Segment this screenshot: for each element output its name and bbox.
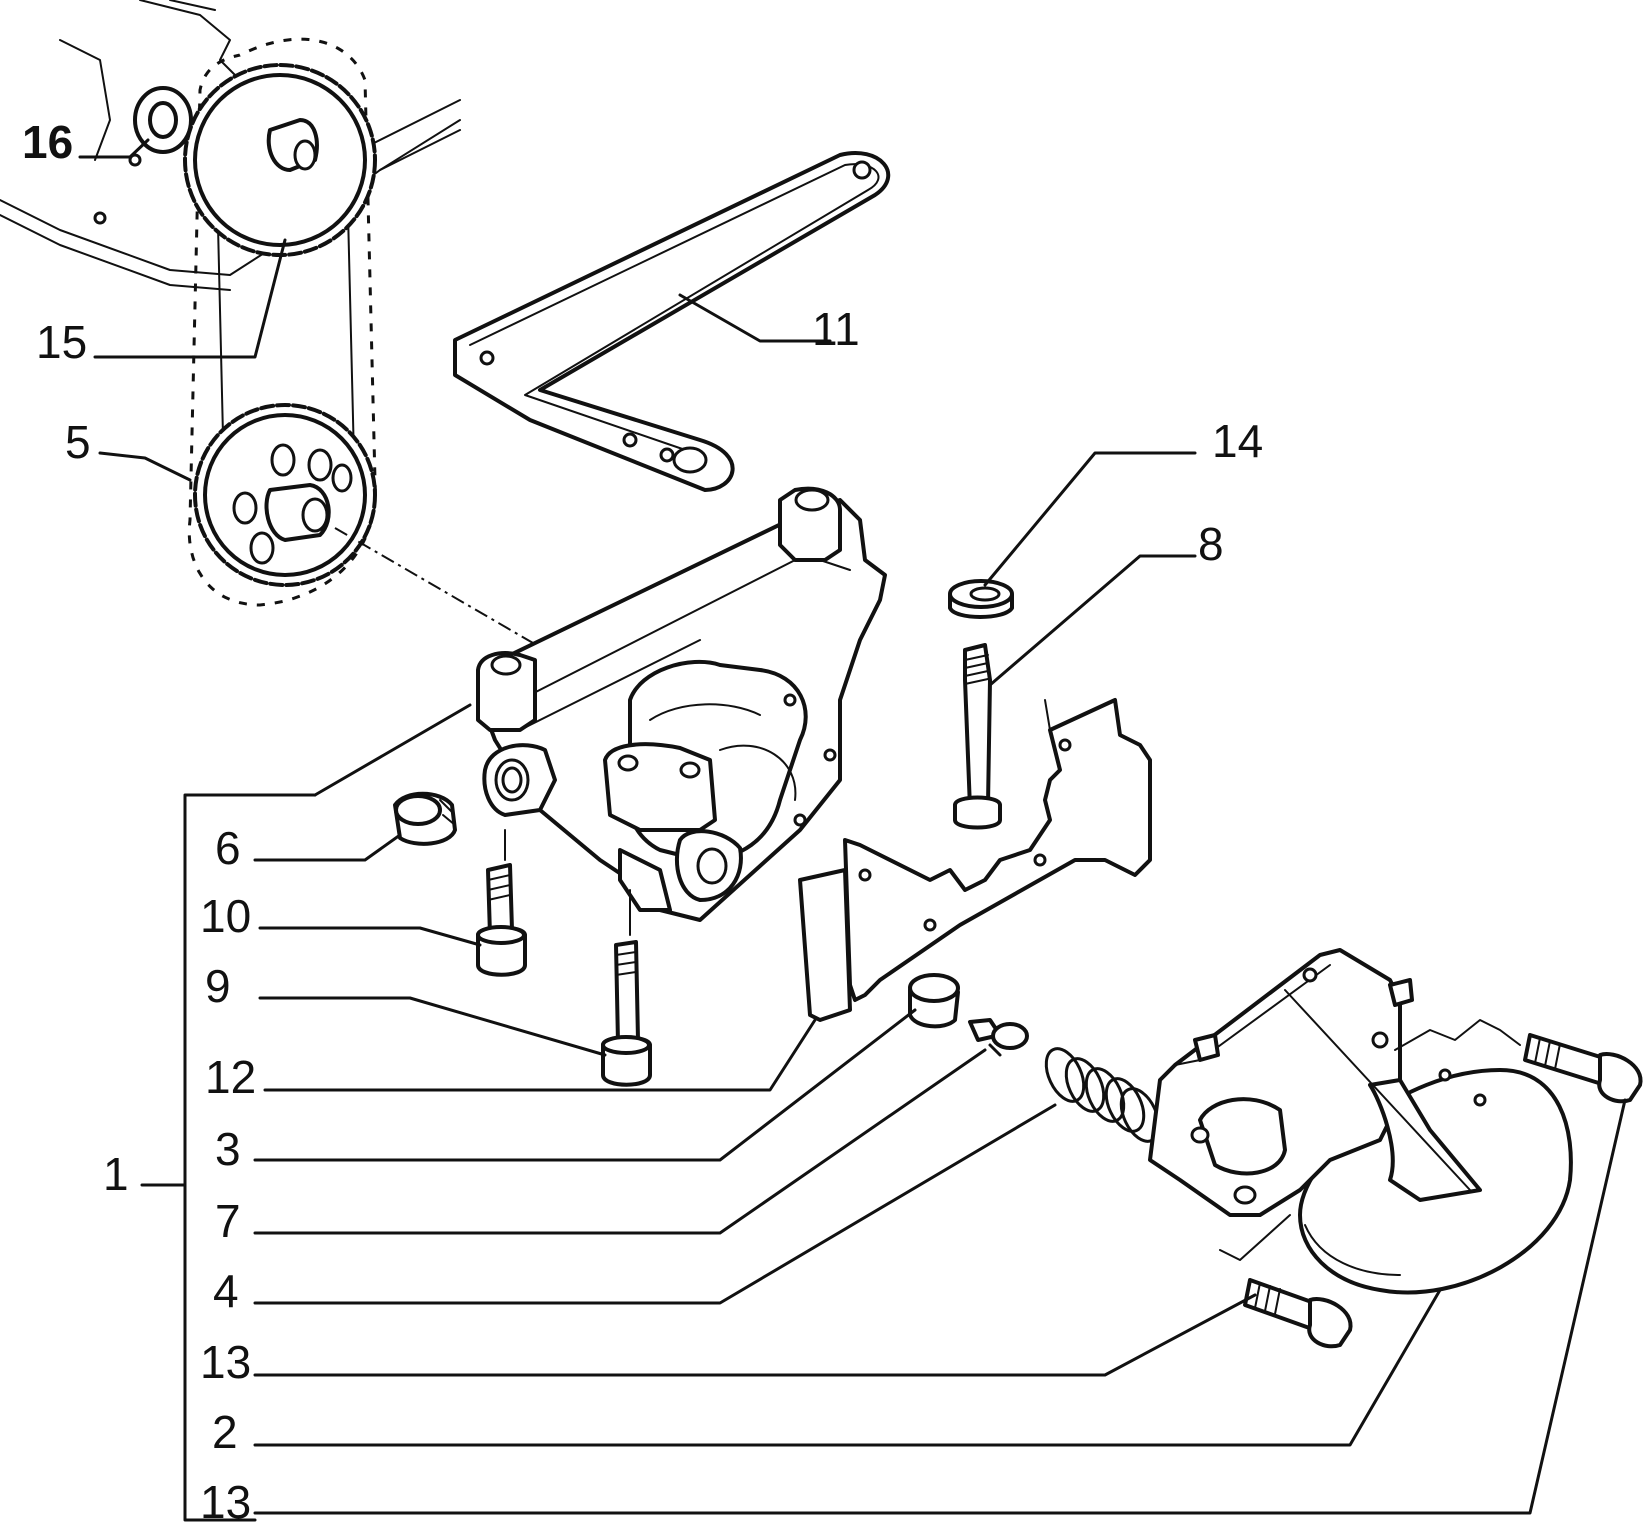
callout-13-upper: 13 (200, 1336, 251, 1388)
strainer-plate (798, 698, 1152, 1022)
callout-10: 10 (200, 890, 251, 942)
oil-pump-body (476, 486, 887, 922)
callout-5: 5 (65, 416, 91, 468)
washer (948, 579, 1014, 619)
callout-8: 8 (1198, 518, 1224, 570)
lower-sprocket (193, 403, 377, 587)
gasket-bracket (453, 151, 891, 492)
callout-11: 11 (812, 303, 860, 355)
stud-bolt (953, 643, 1002, 830)
callout-13-lower: 13 (200, 1476, 251, 1526)
strainer-bolt-upper (1394, 1019, 1643, 1104)
callout-16: 16 (22, 116, 73, 168)
pump-bolt-b (601, 889, 652, 1087)
callout-12: 12 (205, 1051, 256, 1103)
callout-2: 2 (212, 1406, 238, 1458)
center-axis-line (334, 527, 546, 651)
upper-sprocket (183, 63, 377, 257)
engine-block-outline (0, 0, 461, 291)
relief-valve-piston (908, 973, 960, 1029)
strainer-bolt-lower (1219, 1214, 1353, 1349)
relief-spring (1044, 1047, 1161, 1143)
callout-6: 6 (215, 822, 241, 874)
valve-pin (968, 1018, 1029, 1057)
threaded-plug (393, 791, 457, 846)
pump-bolt-a (476, 829, 527, 977)
callout-15: 15 (36, 316, 87, 368)
callout-4: 4 (213, 1265, 239, 1317)
callout-14: 14 (1212, 415, 1263, 467)
seal-ring (133, 86, 193, 154)
callout-1: 1 (103, 1148, 129, 1200)
callout-9: 9 (205, 960, 231, 1012)
leader-lines (78, 138, 1627, 1522)
callout-3: 3 (215, 1123, 241, 1175)
oil-pickup-strainer (1148, 948, 1573, 1295)
callout-7: 7 (215, 1195, 241, 1247)
